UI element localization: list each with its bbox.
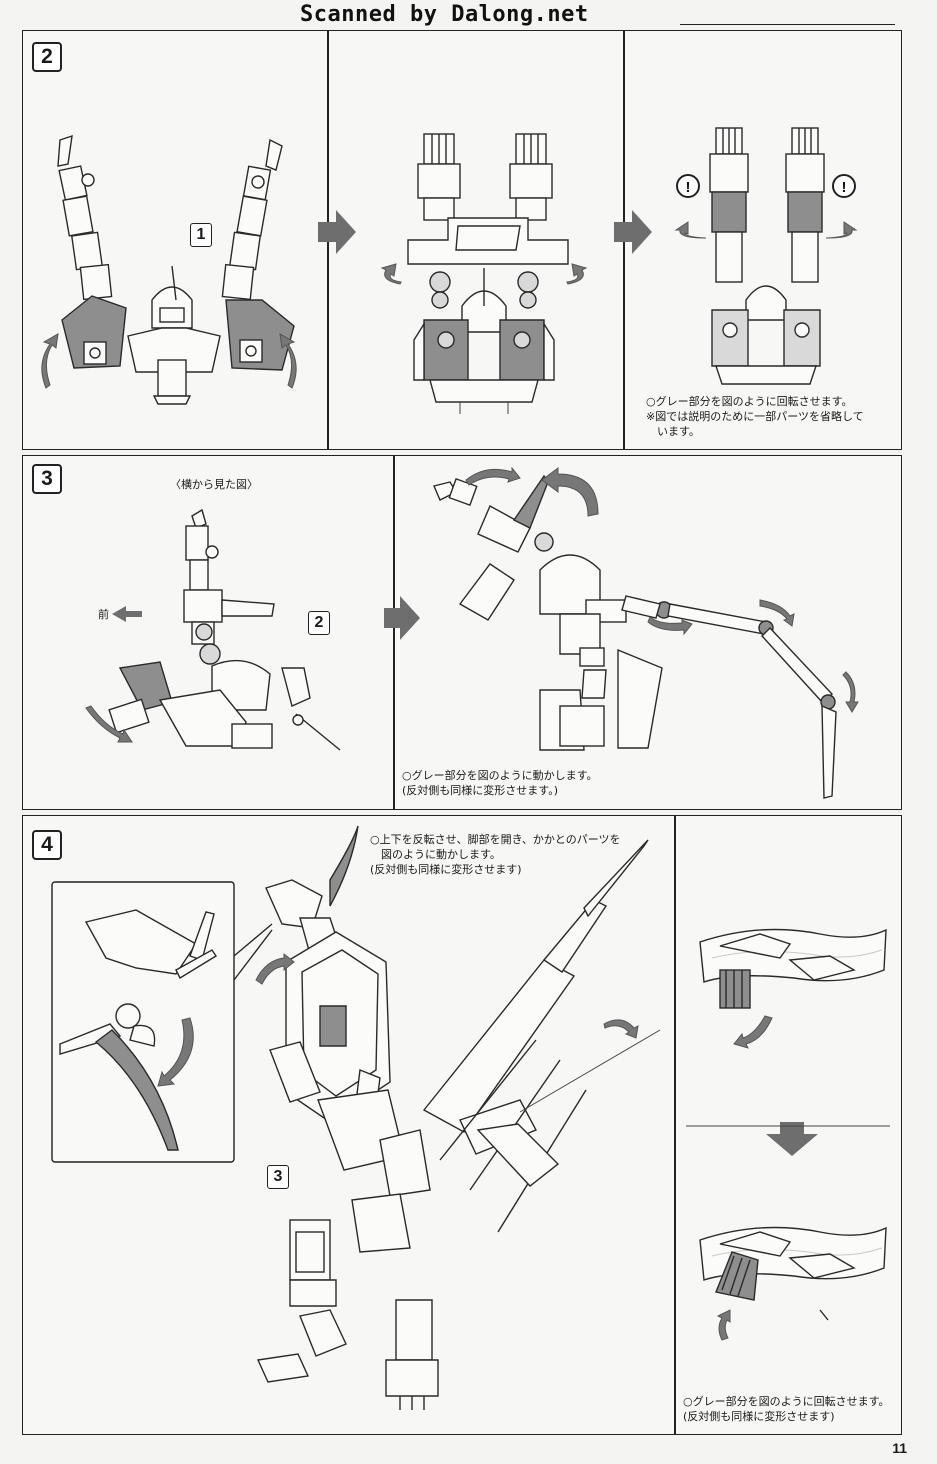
step-3-badge: 3 xyxy=(32,464,62,494)
step-3-front-label: 前 xyxy=(98,608,109,621)
step-4-divider xyxy=(674,815,676,1435)
step-3-figure-side xyxy=(85,508,341,751)
step-3-divider xyxy=(393,455,395,810)
front-direction-arrow xyxy=(112,606,142,622)
step-3-callout-tag: 2 xyxy=(308,611,330,635)
step-4-down-arrow xyxy=(766,1122,818,1156)
page-number: 11 xyxy=(892,1440,907,1456)
step-3-figure-result xyxy=(433,466,859,799)
step-3-note: ○グレー部分を図のように動かします。 (反対側も同様に変形させます。) xyxy=(402,769,598,797)
step-2-callout-tag: 1 xyxy=(190,223,212,247)
caution-icon-right: ! xyxy=(832,174,856,198)
step-2-next-arrow-2 xyxy=(614,210,652,254)
step-4-badge: 4 xyxy=(32,830,62,860)
step-4-inset-detail xyxy=(51,881,273,1163)
step-4-detail-after xyxy=(699,1226,887,1341)
caution-icon-left: ! xyxy=(676,174,700,198)
step-4-detail-before xyxy=(699,928,887,1049)
step-4-callout-tag: 3 xyxy=(267,1165,289,1189)
svg-text:!: ! xyxy=(686,179,691,196)
step-3-side-view-label: 〈横から見た図〉 xyxy=(170,478,258,491)
watermark-text: Scanned by Dalong.net xyxy=(300,2,589,27)
step-2-badge: 2 xyxy=(32,42,62,72)
header-rule xyxy=(680,24,895,25)
step-3-next-arrow xyxy=(384,596,420,640)
step-2-next-arrow-1 xyxy=(318,210,356,254)
step-2-figure-open xyxy=(41,134,297,405)
step-2-figure-result: ! ! xyxy=(674,127,858,385)
step-2-figure-middle xyxy=(380,133,588,414)
step-4-note-bottom: ○グレー部分を図のように回転させます。 (反対側も同様に変形させます) xyxy=(683,1395,890,1423)
svg-text:!: ! xyxy=(842,179,847,196)
step-4-figure-main xyxy=(255,825,661,1410)
step-4-note-top: ○上下を反転させ、脚部を開き、かかとのパーツを 図のように動かします。 (反対側… xyxy=(370,833,621,876)
step-2-note: ○グレー部分を図のように回転させます。 ※図では説明のために一部パーツを省略して… xyxy=(646,395,864,438)
